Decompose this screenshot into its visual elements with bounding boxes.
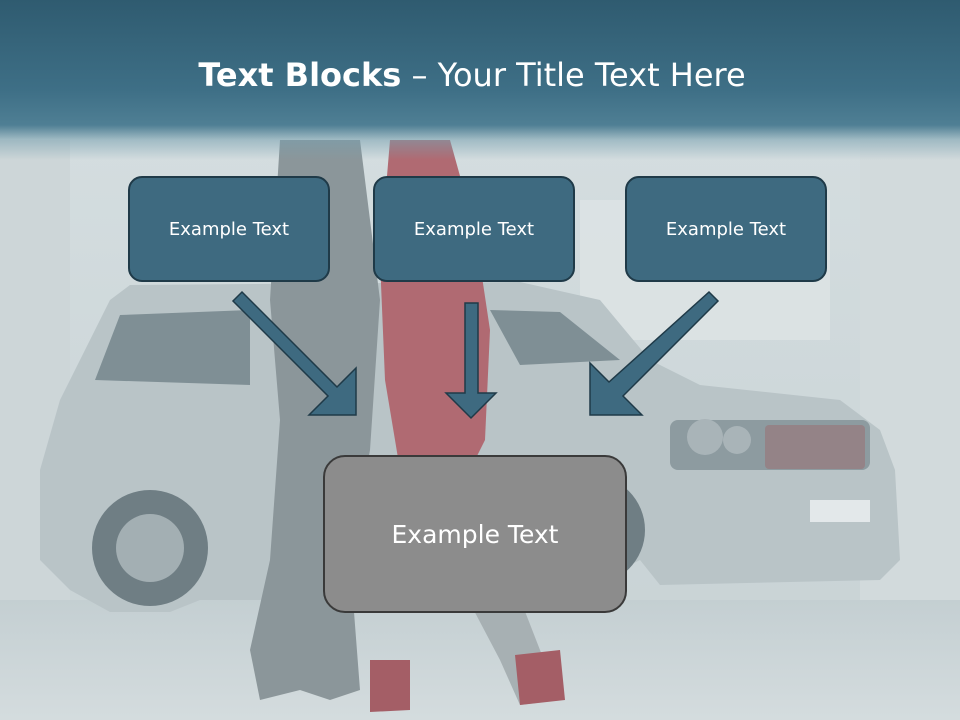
text-block-right-label: Example Text [665,218,787,240]
text-block-left-label: Example Text [168,218,290,240]
text-block-bottom-label: Example Text [391,519,559,549]
arrow-left [231,290,357,416]
text-block-center[interactable]: Example Text [373,176,575,282]
text-block-right[interactable]: Example Text [625,176,827,282]
slide-title: Text Blocks – Your Title Text Here [0,52,944,98]
title-separator: – [401,56,438,94]
title-band [0,0,960,160]
arrow-right [589,290,720,416]
text-block-center-label: Example Text [413,218,535,240]
text-block-bottom[interactable]: Example Text [323,455,627,613]
text-block-left[interactable]: Example Text [128,176,330,282]
title-rest-part: Your Title Text Here [437,56,746,94]
title-bold-part: Text Blocks [198,56,402,94]
arrow-center [444,302,498,420]
